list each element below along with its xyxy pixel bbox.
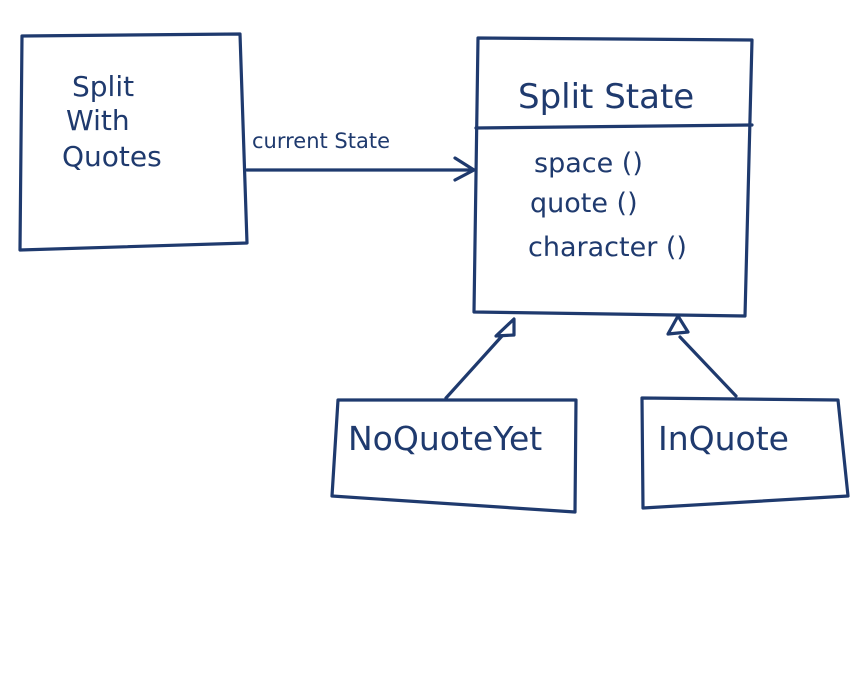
generalization-line-right — [678, 335, 738, 398]
generalization-arrow-left — [444, 317, 516, 400]
context-class-name-line-2: With — [66, 104, 130, 137]
generalization-triangle-left — [494, 317, 516, 338]
state-method-2: quote () — [530, 188, 638, 219]
generalization-arrow-right — [666, 314, 738, 398]
state-class-box: Split State space () quote () character … — [472, 36, 754, 318]
state-class-divider — [474, 123, 754, 130]
context-class-outline — [18, 32, 249, 252]
generalization-line-left — [444, 334, 504, 400]
subclass-name-noquoteyet: NoQuoteYet — [348, 419, 542, 458]
subclass-box-inquote: InQuote — [640, 396, 850, 510]
generalization-triangle-right — [666, 314, 690, 336]
context-class-box: Split With Quotes — [18, 32, 249, 252]
state-method-3: character () — [528, 232, 687, 263]
context-class-name-line-1: Split — [72, 70, 134, 103]
subclass-outline-inquote — [640, 396, 850, 510]
subclass-name-inquote: InQuote — [658, 419, 789, 458]
state-class-outline — [472, 36, 754, 318]
association-arrow: current State — [245, 129, 476, 182]
subclass-outline-noquoteyet — [330, 398, 578, 514]
subclass-box-noquoteyet: NoQuoteYet — [330, 398, 578, 514]
state-method-1: space () — [534, 148, 643, 179]
association-label: current State — [252, 129, 390, 153]
association-arrowhead — [453, 156, 476, 182]
state-class-name: Split State — [518, 77, 694, 117]
context-class-name-line-3: Quotes — [62, 140, 162, 173]
